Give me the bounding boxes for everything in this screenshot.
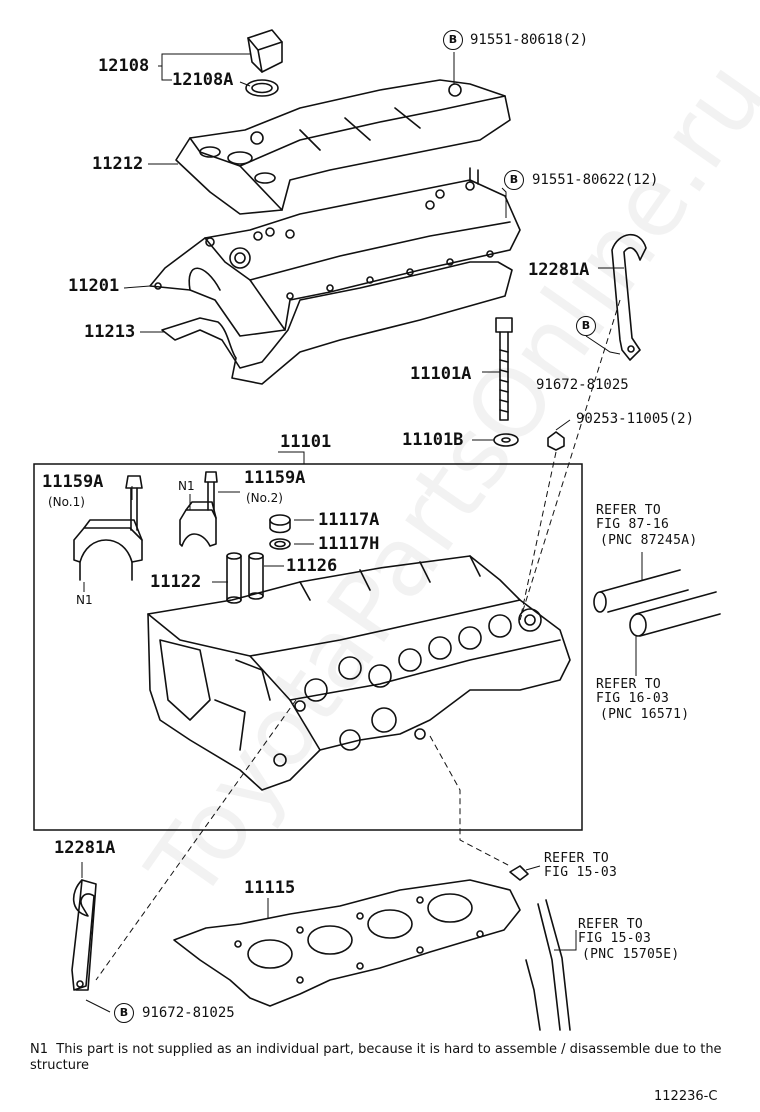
bolt-marker-b1: B xyxy=(443,30,463,50)
part-90253-11005: 90253-11005(2) xyxy=(576,411,695,427)
bolt-no2 xyxy=(204,471,218,511)
ref4-line1: REFER TO xyxy=(578,917,644,932)
figure-code: 112236-C xyxy=(654,1089,718,1104)
leader-b3 xyxy=(585,335,621,355)
bolt-marker-b2: B xyxy=(504,170,524,190)
part-91551-80622: 91551-80622(12) xyxy=(532,172,659,188)
footnote-marker: N1 xyxy=(30,1042,48,1057)
dashed-hook-top xyxy=(519,299,621,621)
stud-nut xyxy=(547,431,565,451)
leader-b2 xyxy=(501,187,507,218)
label-11159A-no1-sub: (No.1) xyxy=(48,495,85,509)
ref2-line2: FIG 16-03 xyxy=(596,691,670,706)
label-11115: 11115 xyxy=(244,878,296,898)
bearing-cap-no1 xyxy=(73,519,143,581)
leader-ref4 xyxy=(554,930,577,951)
bolt-no1 xyxy=(125,475,143,531)
water-pipe xyxy=(509,865,571,1031)
label-11159A-no2-sub: (No.2) xyxy=(246,491,283,505)
head-cover-gasket-11213 xyxy=(161,261,513,385)
dashed-head-to-hanger xyxy=(95,699,297,981)
ref2-line3: (PNC 16571) xyxy=(600,707,690,722)
label-11159A-no2: 11159A xyxy=(244,468,306,488)
engine-hanger-top xyxy=(611,233,647,361)
filler-cap-gasket xyxy=(245,79,279,97)
label-11117A: 11117A xyxy=(318,510,380,530)
label-11126: 11126 xyxy=(286,556,338,576)
label-n1-cap1: N1 xyxy=(76,593,93,607)
leader-12108A xyxy=(239,81,251,87)
label-11213: 11213 xyxy=(84,322,136,342)
oil-filler-cap xyxy=(247,29,283,73)
leader-11201 xyxy=(123,285,151,289)
plug-11117A xyxy=(269,514,291,534)
ref3-line2: FIG 15-03 xyxy=(544,865,618,880)
label-11159A-no1: 11159A xyxy=(42,472,104,492)
label-11212: 11212 xyxy=(92,154,144,174)
cylinder-head-group-frame xyxy=(33,463,583,831)
part-91672-81025-top: 91672-81025 xyxy=(536,377,629,393)
part-91551-80618: 91551-80618(2) xyxy=(470,32,589,48)
label-12108A: 12108A xyxy=(172,70,234,90)
label-11117H: 11117H xyxy=(318,534,380,554)
camshaft-plug-1 xyxy=(593,569,689,613)
label-11101: 11101 xyxy=(280,432,332,452)
ref1-line1: REFER TO xyxy=(596,503,662,518)
head-gasket-11115 xyxy=(173,879,521,1007)
head-bolt-11101A xyxy=(495,317,513,421)
footnote: N1 This part is not supplied as an indiv… xyxy=(30,1042,730,1074)
bearing-cap-no2 xyxy=(179,501,217,547)
label-11101B: 11101B xyxy=(402,430,464,450)
cylinder-head-11101 xyxy=(147,555,571,791)
leader-11101 xyxy=(278,451,305,464)
engine-hanger-bottom xyxy=(71,879,97,991)
head-cover-11212 xyxy=(175,79,511,215)
label-11201: 11201 xyxy=(68,276,120,296)
bolt-marker-b4: B xyxy=(114,1003,134,1023)
label-11101A: 11101A xyxy=(410,364,472,384)
label-n1-cap2: N1 xyxy=(178,479,195,493)
label-12108: 12108 xyxy=(98,56,150,76)
footnote-text: This part is not supplied as an individu… xyxy=(30,1042,722,1073)
ref4-line2: FIG 15-03 xyxy=(578,931,652,946)
ref1-line2: FIG 87-16 xyxy=(596,517,670,532)
seal-11117H xyxy=(269,538,291,550)
leader-ref3 xyxy=(525,865,541,871)
label-12281A-top: 12281A xyxy=(528,260,590,280)
dashed-head-to-pipe xyxy=(429,735,511,867)
leader-nut xyxy=(555,419,571,431)
valve-guide-11122 xyxy=(226,552,242,604)
leader-12108 xyxy=(158,53,250,81)
bolt-marker-b3: B xyxy=(576,316,596,336)
label-12281A-bottom: 12281A xyxy=(54,838,116,858)
dashed-nut-to-head xyxy=(519,451,557,621)
ref1-line3: (PNC 87245A) xyxy=(600,533,698,548)
ref2-line1: REFER TO xyxy=(596,677,662,692)
leader-b4 xyxy=(85,999,111,1013)
cylinder-head-cover-11201 xyxy=(149,167,521,337)
camshaft-plug-2 xyxy=(629,591,721,637)
ref3-line1: REFER TO xyxy=(544,851,610,866)
ref4-line3: (PNC 15705E) xyxy=(582,947,680,962)
label-11122: 11122 xyxy=(150,572,202,592)
part-91672-81025-bottom: 91672-81025 xyxy=(142,1005,235,1021)
washer-11101B xyxy=(493,433,519,447)
